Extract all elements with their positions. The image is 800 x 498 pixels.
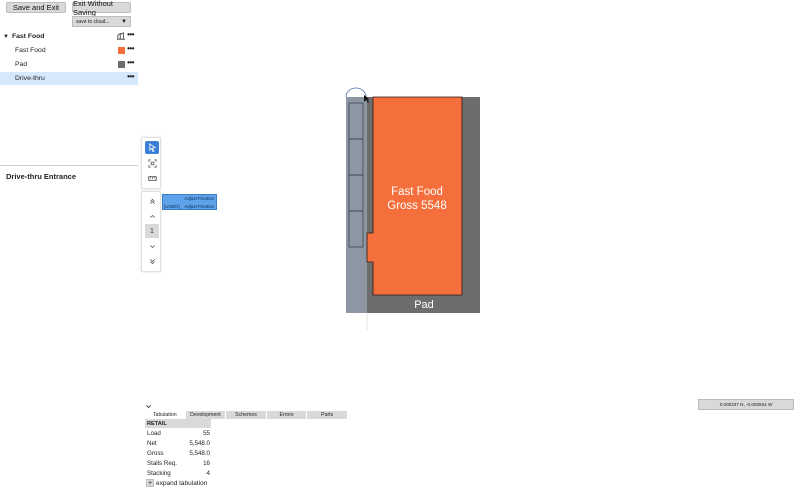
table-row: Gross 5,548.0 bbox=[145, 448, 211, 458]
tab-schemes[interactable]: Schemes bbox=[226, 411, 267, 419]
row-value: 55 bbox=[203, 429, 210, 437]
adjust-position-button[interactable]: Adjust Position bbox=[184, 196, 214, 201]
tab-development[interactable]: Development bbox=[185, 411, 227, 419]
tab-parts[interactable]: Parts bbox=[307, 411, 348, 419]
select-tool-button[interactable] bbox=[145, 141, 159, 154]
cursor-icon bbox=[364, 95, 370, 103]
tree-group-label: Fast Food bbox=[11, 33, 45, 40]
save-and-exit-button[interactable]: Save and Exit bbox=[6, 2, 66, 13]
building-label-area: Gross 5548 bbox=[387, 200, 446, 212]
more-options-icon[interactable]: ••• bbox=[127, 72, 134, 81]
chevron-down-icon: ▼ bbox=[121, 19, 127, 25]
more-options-icon[interactable]: ••• bbox=[127, 58, 134, 67]
tree-item-label: Pad bbox=[15, 61, 28, 68]
table-row: Stalls Req. 16 bbox=[145, 458, 211, 468]
tool-palette bbox=[141, 137, 161, 189]
tab-tabulation[interactable]: Tabulation bbox=[145, 411, 186, 419]
adjust-position-popup: Adjust Position [UNDO] Adjust Position bbox=[162, 194, 217, 210]
floor-navigator: 1 bbox=[141, 191, 161, 272]
row-label: Net bbox=[147, 439, 157, 447]
exit-without-saving-button[interactable]: Exit Without Saving bbox=[72, 0, 131, 17]
more-options-icon[interactable]: ••• bbox=[127, 30, 134, 39]
pointer-icon bbox=[148, 143, 156, 152]
inspector-title: Drive-thru Entrance bbox=[6, 172, 77, 181]
frame-tool-button[interactable] bbox=[145, 157, 159, 170]
save-destination-select[interactable]: save to cloud... ▼ bbox=[72, 16, 131, 27]
frame-select-icon bbox=[147, 159, 157, 168]
row-value: 5,548.0 bbox=[189, 439, 210, 447]
row-label: Load bbox=[147, 429, 161, 437]
ruler-icon bbox=[147, 176, 157, 181]
fast-food-building[interactable] bbox=[366, 96, 463, 296]
entrance-handle[interactable] bbox=[345, 87, 367, 98]
panel-divider bbox=[0, 165, 138, 166]
color-swatch[interactable] bbox=[118, 61, 125, 68]
tree-item-pad[interactable]: Pad ••• bbox=[0, 58, 138, 71]
tabulation-section-header: RETAIL bbox=[145, 419, 211, 428]
tree-group-fast-food[interactable]: ▼ Fast Food ••• bbox=[0, 30, 138, 43]
coordinate-readout: 0.000337 N, -0.000504 W bbox=[698, 399, 794, 410]
color-swatch[interactable] bbox=[118, 47, 125, 54]
plus-icon: + bbox=[146, 479, 154, 487]
row-label: Stacking bbox=[147, 469, 171, 477]
more-options-icon[interactable]: ••• bbox=[127, 44, 134, 53]
chevron-up-icon[interactable] bbox=[145, 209, 159, 223]
adjust-position-button[interactable]: Adjust Position bbox=[184, 204, 214, 209]
tabulation-panel: RETAIL Load 55 Net 5,548.0 Gross 5,548.0… bbox=[145, 419, 211, 478]
building-label-name: Fast Food bbox=[391, 186, 443, 198]
caret-down-icon[interactable]: ▼ bbox=[3, 33, 9, 40]
expand-tabulation-button[interactable]: + expand tabulation bbox=[146, 479, 207, 487]
row-value: 4 bbox=[206, 469, 210, 477]
bottom-tabs: Tabulation Development Schemes Errors Pa… bbox=[145, 411, 348, 419]
table-row: Stacking 4 bbox=[145, 468, 211, 478]
table-row: Load 55 bbox=[145, 428, 211, 438]
table-row: Net 5,548.0 bbox=[145, 438, 211, 448]
row-value: 16 bbox=[203, 459, 210, 467]
tree-item-fast-food[interactable]: Fast Food ••• bbox=[0, 44, 138, 57]
double-chevron-up-icon[interactable] bbox=[145, 194, 159, 208]
building-icon[interactable] bbox=[117, 32, 125, 40]
tree-item-label: Fast Food bbox=[15, 47, 46, 54]
stacking-stall bbox=[348, 210, 364, 248]
row-label: Stalls Req. bbox=[147, 459, 177, 467]
tab-errors[interactable]: Errors bbox=[266, 411, 308, 419]
expand-tabulation-label: expand tabulation bbox=[156, 479, 208, 487]
chevron-down-icon[interactable] bbox=[145, 239, 159, 253]
tree-item-label: Drive-thru bbox=[15, 75, 45, 82]
double-chevron-down-icon[interactable] bbox=[145, 254, 159, 268]
undo-button[interactable]: [UNDO] bbox=[164, 204, 180, 209]
row-label: Gross bbox=[147, 449, 164, 457]
measure-tool-button[interactable] bbox=[145, 172, 159, 185]
current-floor-button[interactable]: 1 bbox=[145, 224, 159, 238]
save-destination-value: save to cloud... bbox=[76, 18, 110, 25]
row-value: 5,548.0 bbox=[189, 449, 210, 457]
pad-label: Pad bbox=[414, 299, 434, 311]
collapse-panel-icon[interactable] bbox=[145, 403, 152, 412]
tree-item-drive-thru[interactable]: Drive-thru ••• bbox=[0, 72, 138, 85]
drive-thru-lane[interactable] bbox=[346, 97, 367, 313]
stacking-stalls bbox=[348, 102, 364, 248]
